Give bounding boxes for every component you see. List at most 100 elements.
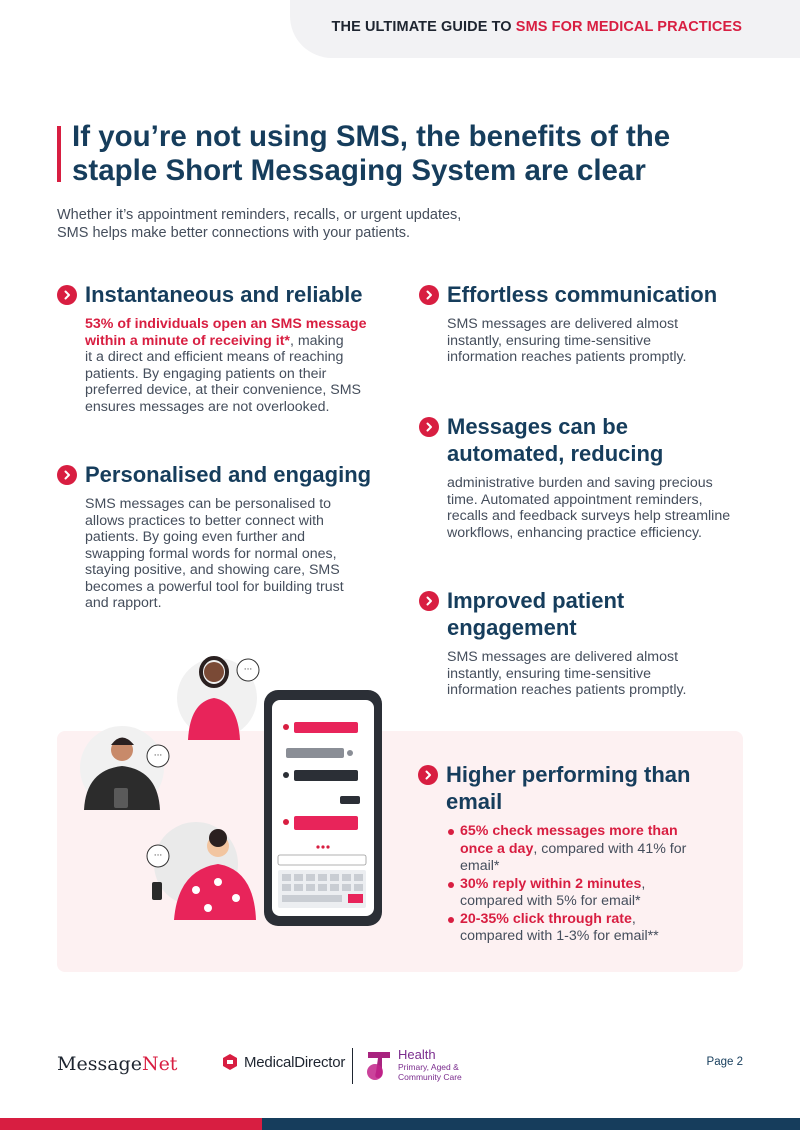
chevron-right-icon <box>419 591 439 611</box>
body-line: instantly, ensuring time-sensitive <box>447 665 651 682</box>
stats-list: 65% check messages more than once a day,… <box>448 823 738 946</box>
section-body: SMS messages are delivered almost instan… <box>447 316 749 366</box>
logo-text: Message <box>57 1053 142 1075</box>
page-number: Page 2 <box>706 1056 743 1068</box>
section-title-line: automated, reducing <box>447 441 664 466</box>
header-prefix: THE ULTIMATE GUIDE TO <box>331 19 516 35</box>
highlight-text: within a minute of receiving it* <box>85 332 290 349</box>
highlight-text: 53% of individuals open an SMS message <box>85 316 367 332</box>
body-text: , compared with 41% for <box>533 840 687 857</box>
body-line: and rapport. <box>85 595 162 611</box>
logo-text: Health <box>398 1047 436 1062</box>
body-line: information reaches patients promptly. <box>447 682 687 698</box>
body-line: swapping formal words for normal ones, <box>85 545 337 562</box>
chevron-right-icon <box>419 285 439 305</box>
medicaldirector-logo: MedicalDirector <box>220 1052 345 1072</box>
body-line: patients. By going even further and <box>85 529 306 545</box>
body-line: patients. By engaging patients on their <box>85 365 327 382</box>
section-title-line: Improved patient <box>447 588 625 613</box>
section-title-line: engagement <box>447 615 577 640</box>
section-title: Instantaneous and reliable <box>85 282 363 307</box>
body-line: within a minute of receiving it*, making <box>85 333 387 350</box>
section-title-line: email <box>446 789 503 814</box>
body-line: allows practices to better connect with <box>85 512 324 529</box>
body-line: 30% reply within 2 minutes, <box>460 876 738 894</box>
body-line: time. Automated appointment reminders, <box>447 491 703 508</box>
highlight-text: once a day <box>460 840 534 857</box>
intro-line: Whether it’s appointment reminders, reca… <box>57 207 462 223</box>
telstra-text: Health Primary, Aged & Community Care <box>398 1047 462 1083</box>
header-accent: SMS FOR MEDICAL PRACTICES <box>515 19 742 35</box>
highlight-text: 20-35% click through rate <box>460 910 632 927</box>
section-title: Personalised and engaging <box>85 462 372 487</box>
title-line-2: staple Short Messaging System are clear <box>72 154 646 187</box>
list-item: 20-35% click through rate, compared with… <box>448 911 738 946</box>
svg-text:···: ··· <box>244 665 253 675</box>
highlight-text: 65% check messages more than <box>460 823 678 839</box>
body-line: becomes a powerful tool for building tru… <box>85 578 344 595</box>
body-line: workflows, enhancing practice efficiency… <box>447 524 702 541</box>
logo-text: MedicalDirector <box>244 1053 346 1071</box>
section-body: 53% of individuals open an SMS message w… <box>85 316 387 415</box>
section-title: Messages can be automated, reducing <box>447 413 663 467</box>
section-higher-performing: Higher performing than email 65% check m… <box>418 761 738 946</box>
section-title-line: Messages can be <box>447 414 628 439</box>
title-line-1: If you’re not using SMS, the benefits of… <box>72 120 671 153</box>
logo-text-accent: Net <box>141 1053 178 1075</box>
intro-paragraph: Whether it’s appointment reminders, reca… <box>57 206 527 242</box>
messaging-illustration: ··· ··· ··· <box>80 656 382 926</box>
logo-subtext: Primary, Aged & <box>398 1062 459 1072</box>
body-text: , <box>631 910 636 927</box>
body-line: staying positive, and showing care, SMS <box>85 562 340 578</box>
footer-bar-accent <box>0 1118 262 1130</box>
logo-divider <box>352 1048 353 1084</box>
body-line: instantly, ensuring time-sensitive <box>447 332 651 349</box>
header-tab: THE ULTIMATE GUIDE TO SMS FOR MEDICAL PR… <box>290 0 800 58</box>
chevron-right-icon <box>57 285 77 305</box>
body-line: it a direct and efficient means of reach… <box>85 349 344 365</box>
section-title: Effortless communication <box>447 282 718 307</box>
title-accent-bar <box>57 126 61 182</box>
body-line: SMS messages are delivered almost <box>447 316 679 332</box>
body-line: 20-35% click through rate, <box>460 911 738 929</box>
svg-text:···: ··· <box>154 851 163 861</box>
chevron-right-icon <box>419 417 439 437</box>
section-title: Higher performing than email <box>446 761 690 815</box>
body-line: administrative burden and saving preciou… <box>447 475 713 491</box>
body-line: preferred device, at their convenience, … <box>85 382 362 398</box>
chevron-right-icon <box>57 465 77 485</box>
body-line: compared with 5% for email* <box>460 893 641 909</box>
document-header-title: THE ULTIMATE GUIDE TO SMS FOR MEDICAL PR… <box>332 19 742 35</box>
svg-text:···: ··· <box>154 751 163 761</box>
body-text: , making <box>289 332 344 349</box>
section-body: administrative burden and saving preciou… <box>447 475 749 541</box>
section-engagement: Improved patient engagement SMS messages… <box>419 587 749 699</box>
body-line: SMS messages can be personalised to <box>85 496 332 512</box>
section-body: SMS messages are delivered almost instan… <box>447 649 749 699</box>
section-automated: Messages can be automated, reducing admi… <box>419 413 749 541</box>
section-effortless: Effortless communication SMS messages ar… <box>419 281 749 366</box>
page-title: If you’re not using SMS, the benefits of… <box>72 120 712 188</box>
medicaldirector-mark-icon <box>223 1054 237 1070</box>
telstra-mark-icon <box>367 1052 390 1080</box>
footer-bar-navy <box>262 1118 800 1130</box>
logo-subtext: Community Care <box>398 1072 462 1082</box>
body-line: ensures messages are not overlooked. <box>85 398 330 415</box>
section-personalised: Personalised and engaging SMS messages c… <box>57 461 397 612</box>
list-item: 65% check messages more than once a day,… <box>448 823 738 876</box>
section-instantaneous: Instantaneous and reliable 53% of indivi… <box>57 281 387 415</box>
telstra-health-logo: Health Primary, Aged & Community Care <box>364 1048 462 1082</box>
messagenet-logo: MessageNet <box>57 1053 177 1075</box>
body-line: email* <box>460 858 500 874</box>
body-line: recalls and feedback surveys help stream… <box>447 508 731 524</box>
chevron-right-icon <box>418 765 438 785</box>
section-title-line: Higher performing than <box>446 762 691 787</box>
section-body: SMS messages can be personalised to allo… <box>85 496 397 612</box>
intro-line: SMS helps make better connections with y… <box>57 225 411 241</box>
body-line: information reaches patients promptly. <box>447 349 687 365</box>
body-line: SMS messages are delivered almost <box>447 649 679 665</box>
highlight-text: 30% reply within 2 minutes <box>460 875 642 892</box>
body-line: compared with 1-3% for email** <box>460 928 659 944</box>
list-item: 30% reply within 2 minutes, compared wit… <box>448 876 738 911</box>
section-title: Improved patient engagement <box>447 587 624 641</box>
